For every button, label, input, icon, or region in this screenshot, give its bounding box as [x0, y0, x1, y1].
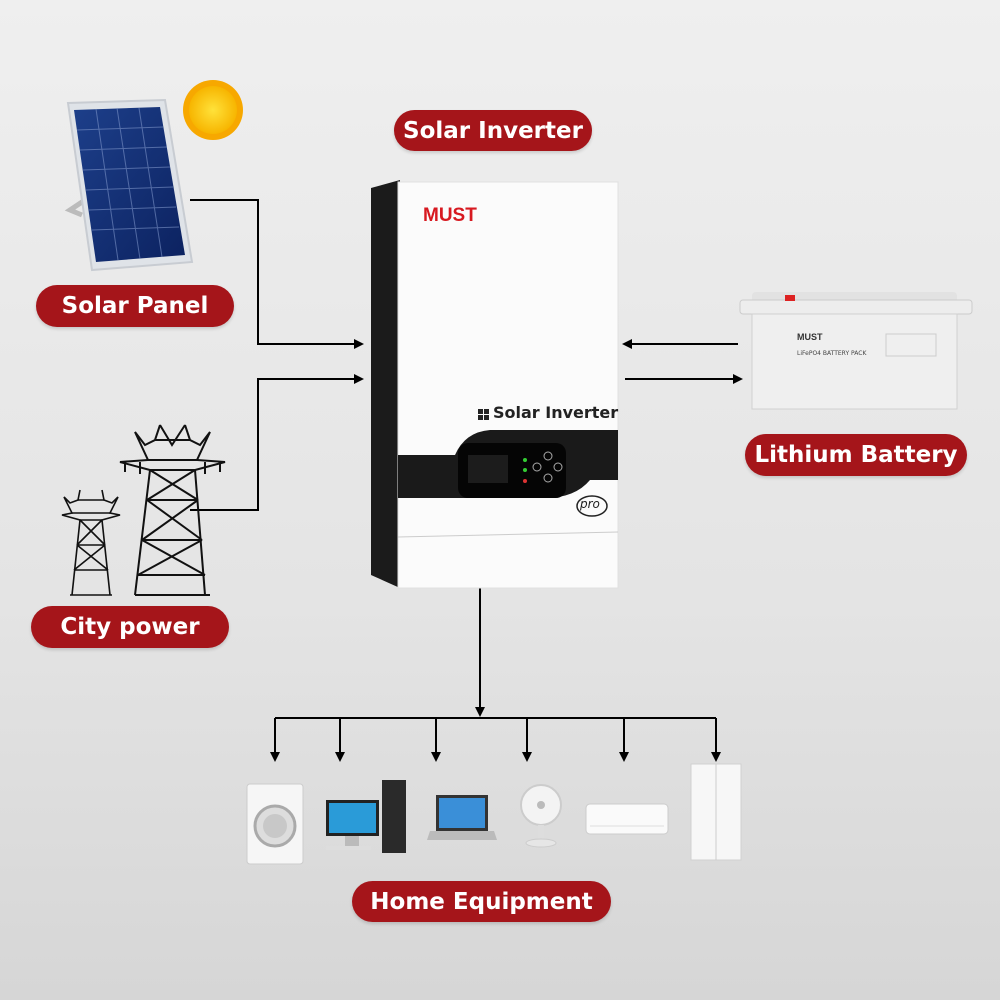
inverter-image — [371, 180, 619, 589]
desktop-computer-icon — [326, 780, 406, 853]
solar-inverter-label: Solar Inverter — [394, 110, 592, 151]
battery-title: LiFePO4 BATTERY PACK — [797, 350, 867, 357]
air-conditioner-icon — [585, 803, 669, 835]
home-equipment-label: Home Equipment — [352, 881, 611, 922]
battery-image — [739, 292, 973, 410]
fan-icon — [520, 784, 562, 848]
inverter-model-text: Solar Inverter — [493, 403, 619, 422]
solar-panel-image — [64, 98, 194, 272]
power-tower-icon — [119, 424, 226, 596]
power-tower-small-icon — [61, 489, 121, 596]
solar-panel-connector — [190, 199, 364, 349]
laptop-icon — [427, 795, 497, 840]
sun-icon — [183, 80, 243, 140]
washing-machine-icon — [246, 783, 304, 865]
inverter-pro-badge: pro — [580, 497, 600, 511]
refrigerator-icon — [690, 763, 742, 861]
inverter-brand-logo: MUST — [423, 205, 477, 226]
solar-panel-label: Solar Panel — [36, 285, 234, 327]
connector-lines — [190, 199, 743, 762]
city-power-label: City power — [31, 606, 229, 648]
battery-brand-logo: MUST — [797, 332, 823, 342]
city-power-connector — [190, 374, 364, 511]
lithium-battery-label: Lithium Battery — [745, 434, 967, 476]
